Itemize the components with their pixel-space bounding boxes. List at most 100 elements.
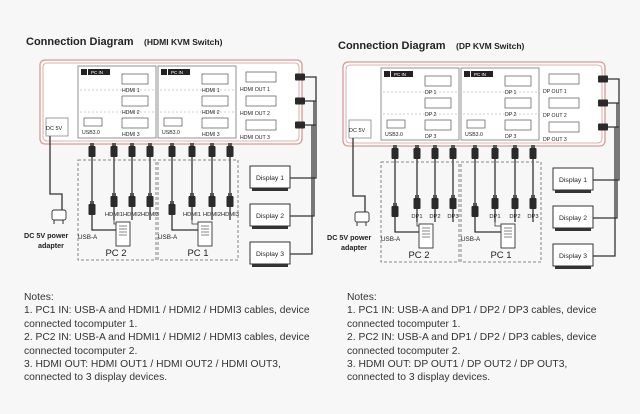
right-out-port-label: DP OUT 2 [543,113,567,119]
right-pc1-in-label: PC IN [474,72,486,77]
right-switch-cable-plug-tip [433,145,437,148]
right-pc2-usb-plug-tip [393,203,397,206]
left-pc2-tower [115,221,131,247]
left-out-port-2 [245,95,277,107]
left-display-cable-1 [290,76,317,179]
left-switch-cable-plug [226,146,234,157]
right-display-label: Display 2 [559,215,587,222]
left-dc-label: DC 5V [46,126,63,132]
left-pc1-in-usb-label: USB3.0 [162,130,180,136]
right-display-stand-2 [555,228,591,231]
left-pc1-video-plug-tip [228,193,232,196]
right-pc1-in-tag [471,71,493,77]
left-pc2-in-icon [81,69,87,75]
left-switch-cable-plug [88,146,96,157]
left-pc1-in-port-label: HDMI 3 [202,132,220,138]
right-dc-cable [352,138,366,212]
right-display-label: Display 3 [559,253,587,260]
right-out-port-label: DP OUT 3 [543,137,567,143]
right-pc1-video-plug [529,198,537,209]
left-pc1-in-label: PC IN [171,70,183,75]
left-pc2-box [77,159,157,261]
left-pc1-usb-route [171,224,200,231]
right-switch-cable-plug [471,148,479,159]
left-pc1-in-port-2 [201,95,229,107]
right-switch-cable-plug [511,148,519,159]
left-switch-cable-plug [146,146,154,157]
left-pc2-usb-plug [88,204,96,215]
left-note-line: 1. PC1 IN: USB-A and HDMI1 / HDMI2 / HDM… [24,305,310,317]
left-pc1-in-usb-port [163,117,183,127]
left-out-port-label: HDMI OUT 2 [240,111,270,117]
right-note-line: 1. PC1 IN: USB-A and DP1 / DP2 / DP3 cab… [347,305,597,317]
left-pc1-box [157,159,239,261]
right-pc2-tower [418,223,434,249]
right-display-stand-1 [555,190,591,193]
right-pc2-in-port-2 [424,97,452,109]
left-pc2-video-plug [146,196,154,207]
left-note-line: connected tocomputer 2. [24,345,138,357]
right-pc1-in-usb-label: USB3.0 [465,132,483,138]
right-out-port-3 [548,121,580,133]
right-dc-port [348,119,372,139]
left-switch-cable-plug [110,146,118,157]
left-pc1-video-route [191,220,198,225]
right-pc1-in-group [460,67,540,141]
right-adapter-label-1: DC 5V power [327,233,372,242]
right-pc2-in-group [380,67,460,141]
left-pc2-video-route [113,220,116,225]
right-pc2-usb-a-label: USB-A [381,236,401,243]
left-pc1-video-plug [188,196,196,207]
right-switch-cable-plug [491,148,499,159]
right-switch-cable-plug [449,148,457,159]
left-note-line: 2. PC2 IN: USB-A and HDMI1 / HDMI2 / HDM… [24,332,310,344]
right-display-cable-2 [593,102,619,219]
left-pc2-video-plug-tip [130,193,134,196]
left-pc2-video-plug-tip [148,193,152,196]
right-pc1-in-port-2 [504,97,532,109]
left-display-stand-3 [252,264,288,267]
right-adapter-label-2: adapter [341,243,367,252]
right-pc1-box [460,161,542,263]
left-pc2-in-port-label: HDMI 2 [122,110,140,116]
right-pc2-in-port-label: DP 1 [425,90,437,96]
right-out-port-1 [548,73,580,85]
right-notes: Notes: 1. PC1 IN: USB-A and DP1 / DP2 / … [347,291,597,385]
left-out-plug-1 [295,73,305,81]
left-switch-cable-plug-tip [90,143,94,146]
right-switch-cable-plug-tip [531,145,535,148]
left-pc1-video-plug-tip [210,193,214,196]
right-pc1-in-port-3 [504,119,532,131]
right-display-cable-1 [593,78,620,181]
left-pc2-in-label: PC IN [91,70,103,75]
left-pc1-video-plug [208,196,216,207]
right-pc2-in-port-1 [424,75,452,87]
left-switch-cable-plug [208,146,216,157]
right-pc2-in-label: PC IN [394,72,406,77]
left-pc1-usb-plug-tip [170,201,174,204]
right-pc2-in-icon [384,71,390,77]
right-pc1-video-plug [491,198,499,209]
right-pc1-usb-plug [471,206,479,217]
right-pc2-in-port-3 [424,119,452,131]
left-pc2-usb-route [91,224,118,231]
right-pc1-usb-route [474,226,503,233]
right-note-line: 2. PC2 IN: USB-A and DP1 / DP2 / DP3 cab… [347,332,597,344]
left-pc2-usb-a-label: USB-A [78,234,98,241]
left-adapter-label-2: adapter [38,241,64,250]
right-pc1-video-plug-tip [531,195,535,198]
right-switch-cable-plug-tip [493,145,497,148]
left-out-plug-2 [295,97,305,105]
left-dc-adapter-body [51,209,67,221]
left-pc2-in-usb-port [83,117,103,127]
left-out-port-3 [245,119,277,131]
left-display-stand-2 [252,226,288,229]
right-switch-cable-plug-tip [473,145,477,148]
right-dc-label: DC 5V [349,128,366,134]
right-out-port-2 [548,97,580,109]
right-pc1-in-port-label: DP 1 [505,90,517,96]
left-adapter-label-1: DC 5V power [24,231,69,240]
left-pc2-usb-plug-tip [90,201,94,204]
left-pc2-video-plug [110,196,118,207]
